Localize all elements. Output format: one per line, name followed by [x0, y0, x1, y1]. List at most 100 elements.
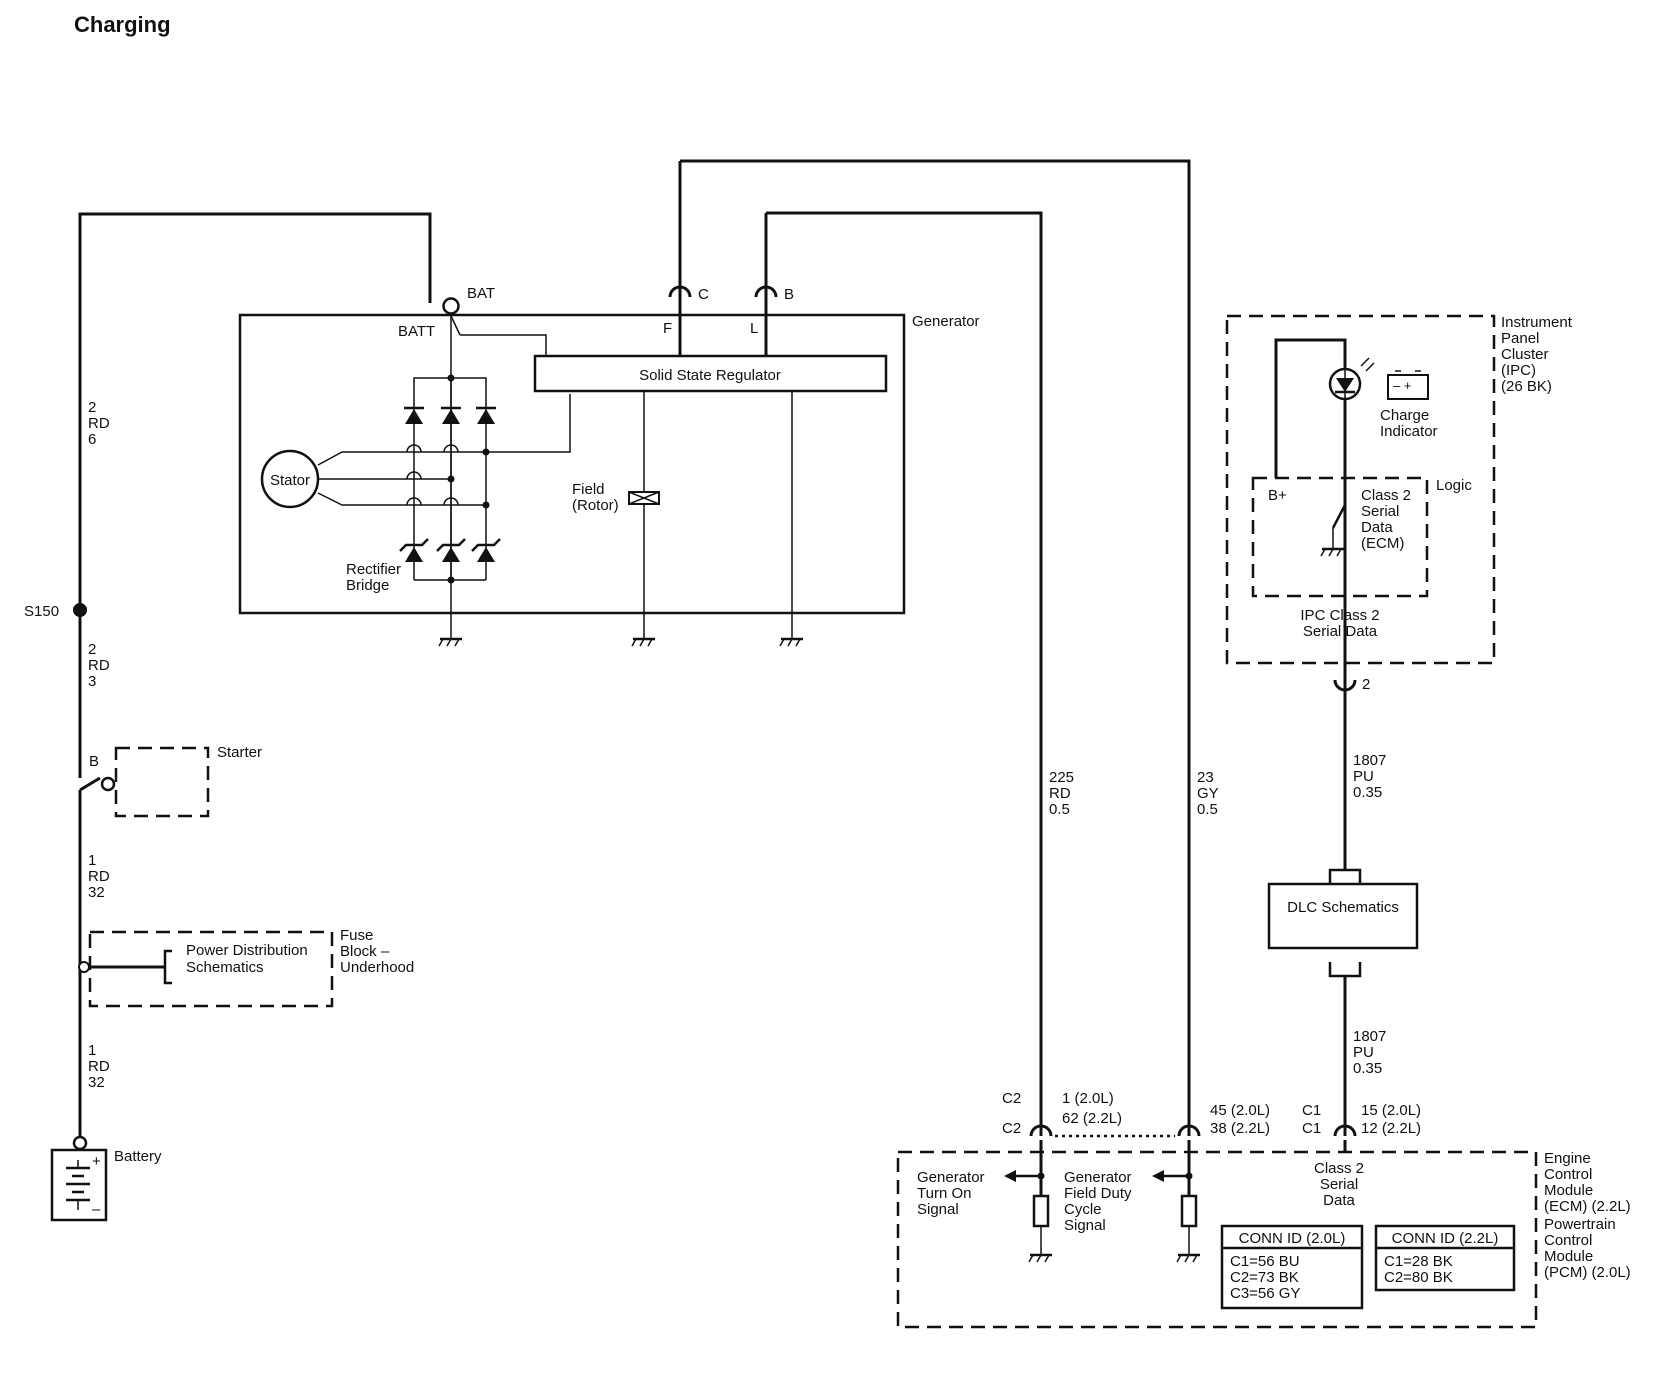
rectifier-bridge: Rectifier Bridge — [346, 374, 501, 594]
svg-text:225: 225 — [1049, 769, 1074, 786]
solid-state-regulator — [533, 354, 888, 393]
svg-text:RD: RD — [1049, 785, 1071, 802]
fuse-block-underhood: Power Distribution Schematics Fuse Block… — [78, 927, 414, 1008]
svg-text:CONN ID (2.0L): CONN ID (2.0L) — [1239, 1230, 1346, 1247]
svg-text:2: 2 — [88, 641, 96, 658]
svg-text:–: – — [92, 1201, 101, 1218]
svg-text:Fuse: Fuse — [340, 927, 373, 944]
conn-id-table-2-2l — [1374, 1224, 1516, 1292]
battery-feed-wires — [78, 212, 432, 1140]
svg-text:2: 2 — [1362, 676, 1370, 693]
svg-text:15 (2.0L): 15 (2.0L) — [1361, 1102, 1421, 1119]
svg-text:Serial Data: Serial Data — [1303, 623, 1378, 640]
svg-text:Generator: Generator — [917, 1169, 985, 1186]
battery-label: Battery — [114, 1148, 162, 1165]
svg-text:Control: Control — [1544, 1232, 1592, 1249]
svg-text:1 (2.0L): 1 (2.0L) — [1062, 1090, 1114, 1107]
bat-terminal — [442, 297, 460, 315]
svg-text:0.35: 0.35 — [1353, 784, 1382, 801]
battery-symbol: + – Battery — [50, 1135, 162, 1222]
svg-text:(ECM) (2.2L): (ECM) (2.2L) — [1544, 1198, 1631, 1215]
svg-text:3: 3 — [88, 673, 96, 690]
starter: Starter B — [89, 744, 262, 818]
wire-label-starter-fuse: 1 RD 32 — [88, 852, 110, 901]
pull-down-resistor-1 — [1032, 1194, 1050, 1228]
svg-text:C2=73 BK: C2=73 BK — [1230, 1269, 1299, 1286]
svg-text:RD: RD — [88, 868, 110, 885]
svg-text:Data: Data — [1361, 519, 1393, 536]
svg-text:Underhood: Underhood — [340, 959, 414, 976]
svg-text:RD: RD — [88, 1058, 110, 1075]
generator: Generator BAT BATT F L Solid State Regul… — [238, 161, 980, 640]
svg-text:(PCM) (2.0L): (PCM) (2.0L) — [1544, 1264, 1631, 1281]
svg-text:Schematics: Schematics — [186, 959, 264, 976]
svg-text:32: 32 — [88, 1074, 105, 1091]
svg-text:Turn On: Turn On — [917, 1185, 971, 1202]
svg-text:23: 23 — [1197, 769, 1214, 786]
svg-text:BATT: BATT — [398, 323, 435, 340]
svg-text:IPC Class 2: IPC Class 2 — [1300, 607, 1379, 624]
svg-text:F: F — [663, 320, 672, 337]
wire-label-ipc-dlc: 1807 PU 0.35 — [1353, 752, 1386, 801]
svg-text:GY: GY — [1197, 785, 1219, 802]
svg-text:0.35: 0.35 — [1353, 1060, 1382, 1077]
svg-text:6: 6 — [88, 431, 96, 448]
svg-text:C2: C2 — [1002, 1090, 1021, 1107]
svg-text:C: C — [698, 286, 709, 303]
svg-text:C3=56 GY: C3=56 GY — [1230, 1285, 1300, 1302]
svg-text:Power Distribution: Power Distribution — [186, 942, 308, 959]
svg-text:Indicator: Indicator — [1380, 423, 1438, 440]
svg-text:C1=56 BU: C1=56 BU — [1230, 1253, 1300, 1270]
svg-text:Powertrain: Powertrain — [1544, 1216, 1616, 1233]
svg-text:2: 2 — [88, 399, 96, 416]
svg-text:Cycle: Cycle — [1064, 1201, 1102, 1218]
svg-text:Instrument: Instrument — [1501, 314, 1573, 331]
svg-text:Engine: Engine — [1544, 1150, 1591, 1167]
svg-text:Signal: Signal — [1064, 1217, 1106, 1234]
svg-text:Module: Module — [1544, 1182, 1593, 1199]
svg-text:Class 2: Class 2 — [1361, 487, 1411, 504]
svg-text:DLC Schematics: DLC Schematics — [1287, 899, 1399, 916]
wire-label-splice-starter: 2 RD 3 — [88, 641, 110, 690]
svg-text:C2: C2 — [1002, 1120, 1021, 1137]
svg-text:Module: Module — [1544, 1248, 1593, 1265]
signal-wires — [680, 159, 1191, 1136]
svg-text:+: + — [92, 1153, 101, 1170]
ground-symbols-generator — [438, 580, 803, 647]
svg-text:Stator: Stator — [270, 472, 310, 489]
svg-text:RD: RD — [88, 657, 110, 674]
svg-text:C2=80 BK: C2=80 BK — [1384, 1269, 1453, 1286]
svg-text:Solid State Regulator: Solid State Regulator — [639, 367, 781, 384]
svg-text:(26 BK): (26 BK) — [1501, 378, 1552, 395]
svg-text:Panel: Panel — [1501, 330, 1539, 347]
page-title: Charging — [74, 12, 171, 37]
pull-down-resistor-2 — [1180, 1194, 1198, 1228]
svg-text:Bridge: Bridge — [346, 577, 389, 594]
starter-pin: B — [89, 753, 99, 770]
svg-text:Field Duty: Field Duty — [1064, 1185, 1132, 1202]
svg-text:1: 1 — [88, 852, 96, 869]
svg-text:Generator: Generator — [1064, 1169, 1132, 1186]
svg-text:C1: C1 — [1302, 1120, 1321, 1137]
svg-text:Serial: Serial — [1361, 503, 1399, 520]
wire-label-turn-on: 225 RD 0.5 — [1049, 769, 1074, 818]
svg-text:– +: – + — [1393, 378, 1411, 393]
conn-id-table-2-0l — [1220, 1224, 1364, 1310]
svg-text:(Rotor): (Rotor) — [572, 497, 619, 514]
svg-text:Logic: Logic — [1436, 477, 1472, 494]
starter-label: Starter — [217, 744, 262, 761]
svg-text:C1=28 BK: C1=28 BK — [1384, 1253, 1453, 1270]
svg-text:Rectifier: Rectifier — [346, 561, 401, 578]
svg-text:BAT: BAT — [467, 285, 495, 302]
wire-label-fuse-battery: 1 RD 32 — [88, 1042, 110, 1091]
svg-text:(ECM): (ECM) — [1361, 535, 1404, 552]
svg-text:Signal: Signal — [917, 1201, 959, 1218]
wire-label-upper-battery: 2 RD 6 — [88, 399, 110, 448]
engine-control-module: Engine Control Module (ECM) (2.2L) Power… — [896, 1090, 1631, 1329]
svg-text:B+: B+ — [1268, 487, 1287, 504]
generator-label: Generator — [912, 313, 980, 330]
svg-text:Data: Data — [1323, 1192, 1355, 1209]
dlc-schematics-box: DLC Schematics — [1267, 868, 1419, 978]
svg-text:B: B — [784, 286, 794, 303]
